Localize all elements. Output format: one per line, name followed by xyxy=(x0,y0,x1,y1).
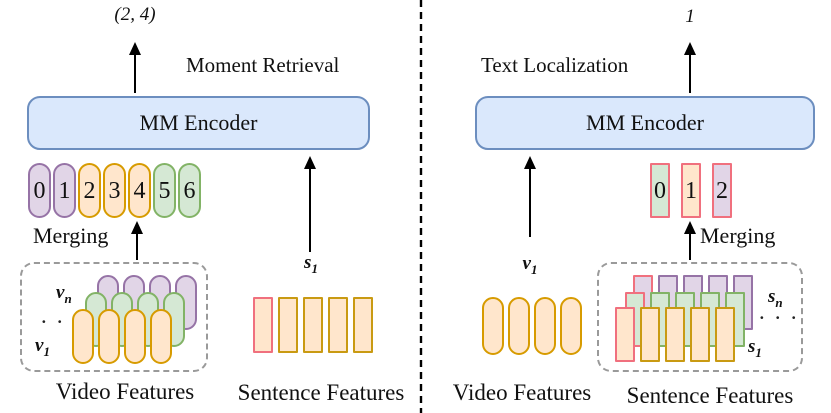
right-video-cell-0 xyxy=(482,297,504,355)
left-token-4: 4 xyxy=(128,163,151,218)
right-video-row xyxy=(482,297,582,355)
right-sentence-front-3 xyxy=(690,307,710,362)
left-video-features-group xyxy=(20,262,208,372)
left-video-row-v1 xyxy=(72,309,172,364)
right-token-2: 2 xyxy=(712,163,732,218)
right-token-1: 1 xyxy=(681,163,701,218)
left-token-3: 3 xyxy=(103,163,126,218)
right-sentence-row-s1 xyxy=(615,307,735,362)
left-token-5: 5 xyxy=(153,163,176,218)
left-token-2: 2 xyxy=(78,163,101,218)
right-sentence-front-1 xyxy=(640,307,660,362)
right-video-cell-1 xyxy=(508,297,530,355)
left-mm-encoder-label: MM Encoder xyxy=(139,110,258,135)
right-token-0: 0 xyxy=(650,163,670,218)
left-task-title: Moment Retrieval xyxy=(186,53,340,77)
right-video-cell-2 xyxy=(534,297,556,355)
right-sentence-features-caption: Sentence Features xyxy=(626,383,794,408)
left-token-1: 1 xyxy=(53,163,76,218)
right-sentence-ellipsis: · · · xyxy=(759,308,800,327)
left-sentence-cell-3 xyxy=(328,297,348,353)
left-video-front-0 xyxy=(72,309,94,364)
left-output-value: (2, 4) xyxy=(114,4,156,25)
right-s1-label: s1 xyxy=(748,336,762,360)
left-sentence-cell-2 xyxy=(303,297,323,353)
right-task-title: Text Localization xyxy=(481,53,629,77)
right-video-cell-3 xyxy=(560,297,582,355)
left-s1-label: s1 xyxy=(304,252,318,276)
left-token-0: 0 xyxy=(28,163,51,218)
right-v1-label: v1 xyxy=(522,253,538,277)
right-sentence-front-0 xyxy=(615,307,635,362)
left-sentence-cell-1 xyxy=(278,297,298,353)
left-vn-label: vn xyxy=(56,282,72,306)
right-sentence-front-4 xyxy=(715,307,735,362)
right-sentence-features-group xyxy=(597,262,803,372)
left-mm-encoder-box: MM Encoder xyxy=(27,96,370,150)
left-sentence-cell-4 xyxy=(353,297,373,353)
right-mm-encoder-box: MM Encoder xyxy=(475,96,815,150)
right-video-features-caption: Video Features xyxy=(452,380,592,405)
right-sentence-front-2 xyxy=(665,307,685,362)
right-output-value: 1 xyxy=(685,6,695,27)
left-sentence-cell-0 xyxy=(253,297,273,353)
right-sn-label: sn xyxy=(768,286,783,310)
left-video-front-1 xyxy=(98,309,120,364)
right-mm-encoder-label: MM Encoder xyxy=(586,110,704,135)
left-video-ellipsis: · · · xyxy=(41,312,82,331)
left-video-front-3 xyxy=(150,309,172,364)
left-sentence-features-caption: Sentence Features xyxy=(237,380,405,405)
left-sentence-row xyxy=(253,297,373,353)
left-video-features-caption: Video Features xyxy=(55,379,195,404)
left-token-6: 6 xyxy=(178,163,201,218)
left-v1-label: v1 xyxy=(35,335,50,359)
left-merging-label: Merging xyxy=(33,223,109,248)
right-merging-label: Merging xyxy=(700,223,776,248)
left-video-front-2 xyxy=(124,309,146,364)
